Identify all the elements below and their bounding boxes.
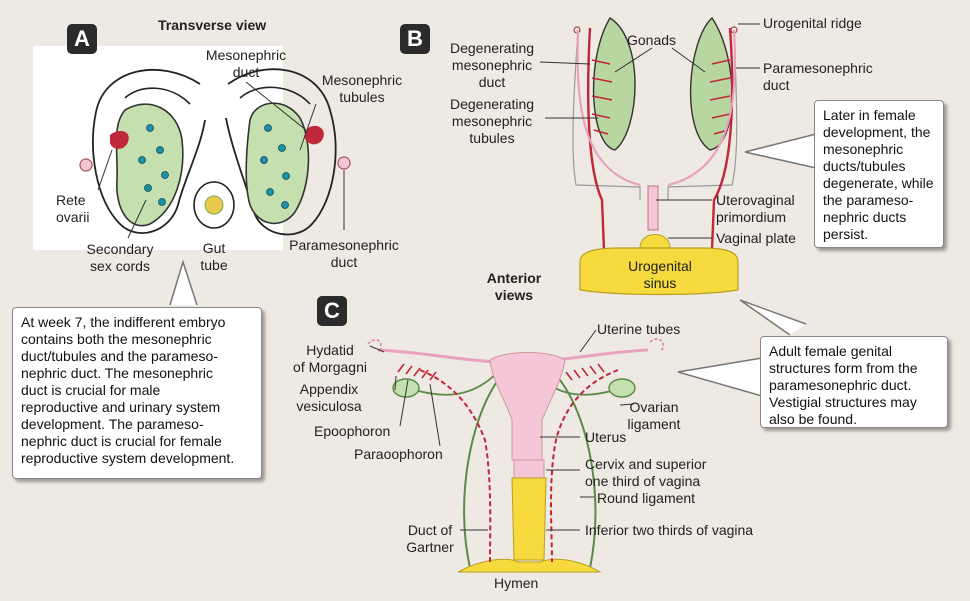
panel-a-art [33,46,351,306]
label-urogenital-ridge: Urogenital ridge [763,15,862,31]
panel-c-leaders [369,329,635,531]
label-appendix: Appendix vesiculosa [296,381,362,414]
label-paramesonephric-duct-a: Paramesonephric duct [289,237,399,270]
label-secondary-sex-cords: Secondary sex cords [86,241,154,274]
note-c-pointer-up [739,299,807,336]
right-mesonephric-duct-b [710,27,734,251]
tubule-dots [138,124,290,209]
label-duct-of-gartner: Duct of Gartner [406,522,454,555]
label-gut-tube: Gut tube [200,240,228,273]
label-uterus: Uterus [585,429,627,445]
note-panel-a: At week 7, the indifferent embryo contai… [12,307,262,479]
left-uterine-tube [377,348,497,364]
right-gonad-b [689,16,733,151]
label-hydatid: Hydatid of Morgagni [293,342,367,375]
urogenital-sinus [579,247,739,296]
left-ovary [392,378,420,398]
left-mesonephric-duct-blob [110,130,129,149]
label-paraoophoron: Paraoophoron [354,446,443,462]
anterior-views-label: Anterior views [486,270,542,303]
label-rete-ovarii: Rete ovarii [56,192,90,225]
right-paramesonephric-duct [337,156,351,170]
label-cervix: Cervix and superior one third of vagina [585,456,707,489]
note-c-pointer [677,357,763,397]
note-b-pointer [744,133,817,169]
label-round-ligament: Round ligament [597,490,696,506]
panel-b-leaders [539,23,760,239]
label-ovarian-ligament: Ovarian ligament [627,399,681,432]
label-uterovaginal-primordium: Uterovaginal primordium [716,192,795,225]
inferior-vagina [511,477,547,561]
label-hymen: Hymen [494,575,539,591]
vaginal-plate [639,234,671,249]
panel-b-badge: B [400,24,430,54]
panel-a-title: Transverse view [158,17,267,33]
panel-a-leaders [97,81,345,239]
note-panel-b: Later in female development, the mesonep… [814,100,944,248]
panel-c-art [367,299,807,573]
note-panel-c: Adult female genital structures form fro… [760,336,948,428]
label-degenerating-tubules: Degenerating mesonephric tubules [449,96,535,146]
label-vaginal-plate: Vaginal plate [716,230,796,246]
uterus [489,352,566,461]
uterovaginal-primordium [647,185,659,231]
right-mesonephric-duct-blob [304,125,324,145]
label-paramesonephric-duct-b: Paramesonephric duct [763,60,873,93]
label-uterine-tubes: Uterine tubes [597,321,681,337]
panel-b-art [539,16,817,296]
left-paramesonephric-duct [79,158,93,172]
panel-c-badge: C [317,296,347,326]
left-mesonephric-duct-b [586,27,606,251]
label-inferior-vagina: Inferior two thirds of vagina [585,522,754,538]
label-degenerating-duct: Degenerating mesonephric duct [449,40,535,90]
label-mesonephric-duct-a: Mesonephric duct [205,47,287,80]
note-a-pointer [169,259,198,306]
label-gonads: Gonads [627,32,677,48]
right-ovary [608,378,636,398]
label-mesonephric-tubules-a: Mesonephric tubules [321,72,403,105]
hymen [457,558,602,573]
gut-tube-lumen [204,195,224,215]
label-epoophoron: Epoophoron [314,423,391,439]
panel-a-badge: A [67,24,97,54]
left-body-wall [92,68,206,234]
left-gonad [115,103,184,227]
right-gonad [245,102,310,225]
label-urogenital-sinus: Urogenital sinus [628,258,692,291]
